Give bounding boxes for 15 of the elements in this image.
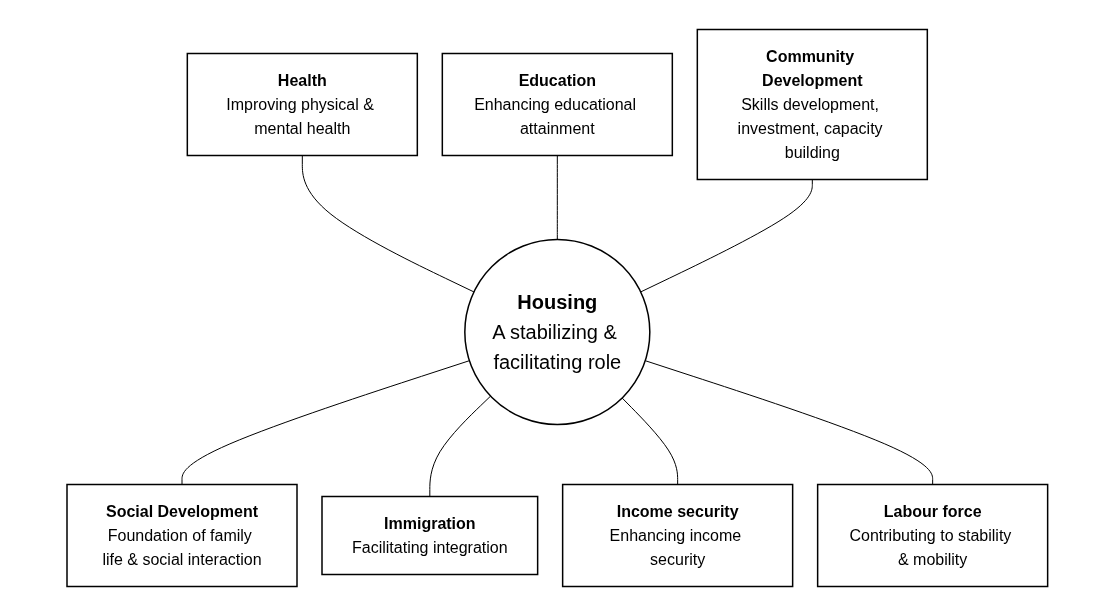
connector (302, 155, 475, 293)
connector (557, 155, 558, 240)
node-box: Immigration Facilitating integration (321, 495, 539, 576)
node-box: Health Improving physical & mental health (186, 52, 419, 157)
node-box: Community Development Skills development, investment, capacity building (696, 28, 929, 181)
connector (644, 360, 934, 485)
node-box: Social Development Foundation of family life & social interaction (66, 483, 298, 588)
connector (181, 360, 471, 485)
node-box: Income security Enhancing income security (562, 483, 794, 588)
connector (621, 397, 679, 485)
node-circle: Housing A stabilizing & facilitating role (464, 238, 651, 426)
connector (640, 179, 813, 293)
node-box: Education Enhancing educational attainment (441, 52, 674, 157)
connector (429, 395, 492, 497)
node-box: Labour force Contributing to stability & mobility (817, 483, 1049, 588)
